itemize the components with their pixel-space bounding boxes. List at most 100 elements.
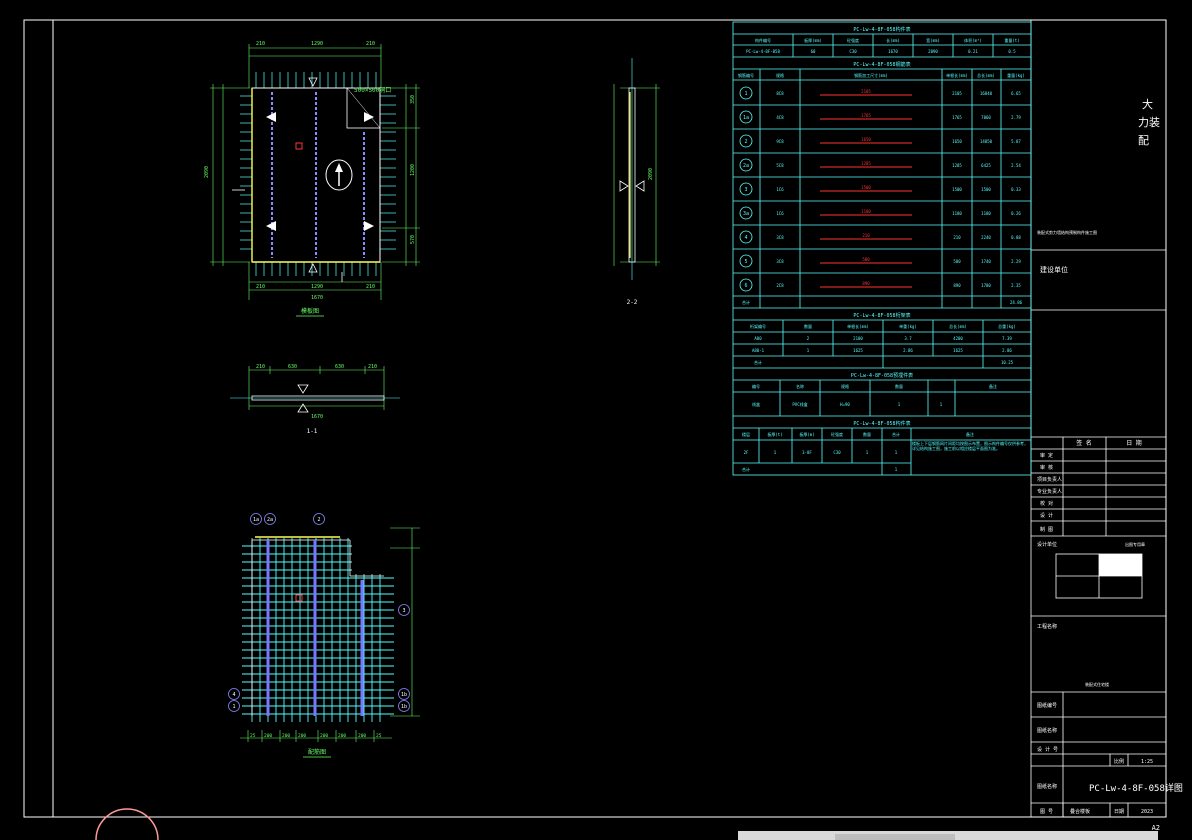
rebar-mark-circle	[739, 254, 753, 268]
rebar-single-length: 210	[953, 235, 961, 240]
sheet-outer-border	[23, 19, 1167, 818]
truss-r0c0: A80	[754, 336, 762, 341]
floor-note: 楼板上下层钢筋网片间距均按图示布置，图示构件编号仅供参考，详见结构施工图，施工前…	[912, 441, 1028, 451]
truss-r1c5: 2.86	[1002, 348, 1012, 353]
rebar-callout-2a[interactable]: 2a	[264, 513, 276, 525]
tb-header-date: 日 期	[1126, 439, 1142, 447]
rebar-shape-length: 1500	[861, 185, 871, 190]
comp-h0: 构件编号	[755, 37, 771, 43]
side-title-2: 力装	[1138, 116, 1160, 129]
embed-h1: 名称	[796, 383, 804, 389]
tb-row-5: 校 对	[1040, 500, 1053, 507]
rebar-total-label: 合计	[742, 299, 750, 305]
embed-r4: 1	[940, 402, 943, 407]
tb-footer-3: 日期	[1114, 809, 1124, 815]
lift-point-4	[364, 221, 374, 231]
rebar-single-length: 1180	[952, 211, 962, 216]
rebar-mark-circle	[739, 278, 753, 292]
floor-total-label: 合计	[742, 466, 750, 472]
plan-view[interactable]: 500×500洞口 210 1290 210 210 1290 210 1670…	[204, 41, 420, 317]
dim-right-1: 350	[410, 95, 416, 104]
tb-scale-value: 1:25	[1141, 759, 1153, 765]
rebar-total: 24.86	[1010, 300, 1023, 305]
rebar-dim-text: 200	[264, 733, 272, 739]
embed-h4: 备注	[989, 383, 997, 389]
svg-text:4: 4	[232, 692, 235, 698]
truss-r0c5: 7.39	[1002, 336, 1012, 341]
dim-top-1: 210	[256, 41, 265, 47]
rebar-shape-length: 1180	[861, 209, 871, 214]
rebar-callout-1a[interactable]: 1a	[250, 513, 262, 525]
tb-drawing-no-label: 图纸编号	[1037, 702, 1057, 709]
embed-r3: 1	[898, 402, 901, 407]
floor-r3: C30	[833, 450, 841, 455]
rebar-callout-4[interactable]: 4	[228, 688, 240, 700]
s11-truss-mark-bot	[297, 403, 309, 413]
rebar-single-length: 1285	[952, 163, 962, 168]
rebar-dim-text: 200	[358, 733, 366, 739]
title-block	[1030, 20, 1166, 817]
rebar-callout-1[interactable]: 1	[228, 700, 240, 712]
comp-h4: 宽(mm)	[926, 37, 940, 43]
floor-table-title: PC-Lw-4-8F-058构件表	[853, 420, 910, 427]
truss-h0: 桁架编号	[750, 323, 766, 329]
comp-h1: 板厚(mm)	[804, 37, 822, 43]
comp-r1: 60	[811, 49, 816, 54]
seal-box-filled	[1099, 554, 1142, 576]
tb-seal-note: 出图专用章	[1125, 541, 1145, 547]
rebar-callout-1b-b[interactable]: 1b	[398, 700, 410, 712]
tb-row-2: 审 核	[1040, 464, 1053, 471]
section-1-1[interactable]: 210 630 630 210 1670 1-1	[230, 364, 400, 435]
tb-footer-2: 叠合楼板	[1070, 808, 1090, 815]
rebar-total-length: 6425	[981, 163, 991, 168]
tb-row-3: 项目负责人	[1037, 476, 1062, 483]
rebar-mark-circle	[739, 158, 753, 172]
truss-h5: 总重(kg)	[998, 323, 1016, 329]
component-table-title: PC-Lw-4-8F-058构件表	[853, 26, 910, 33]
design-unit: 建设单位	[1040, 265, 1068, 274]
rebar-callout-3[interactable]: 3	[398, 604, 410, 616]
truss-h4: 总长(mm)	[949, 323, 967, 329]
section-mark-bottom	[308, 263, 318, 273]
truss-r0c1: 2	[807, 336, 810, 341]
rebar-weight: 5.87	[1011, 139, 1021, 144]
rebar-weight: 2.35	[1011, 283, 1021, 288]
rebar-callout-2[interactable]: 2	[313, 513, 325, 525]
rebar-single-length: 1765	[952, 115, 962, 120]
s11-dim-2: 630	[288, 364, 297, 370]
tb-sheet-name-label: 图纸名称	[1037, 783, 1057, 790]
svg-text:1a: 1a	[253, 517, 259, 523]
rebar-weight: 0.26	[1011, 211, 1021, 216]
rebar-spec: 1C6	[776, 187, 784, 192]
rebar-spec: 4C8	[776, 115, 784, 120]
rebar-spec: 3C8	[776, 259, 784, 264]
rebar-weight: 2.79	[1011, 115, 1021, 120]
status-scrollbar-thumb[interactable]	[835, 834, 955, 840]
rebar-spec: 8C8	[776, 91, 784, 96]
rebar-junction-box	[295, 594, 303, 602]
rebar-total-length: 1740	[981, 259, 991, 264]
rebar-weight: 6.65	[1011, 91, 1021, 96]
rebar-mark-circle	[739, 110, 753, 124]
rebar-shape-length: 1765	[861, 113, 871, 118]
rebar-mark: 3a	[743, 211, 749, 217]
rebar-callout-1b-a[interactable]: 1b	[398, 688, 410, 700]
floor-r4: 1	[866, 450, 869, 455]
rebar-dim-text: 200	[338, 733, 346, 739]
rebar-spec: 1C6	[776, 211, 784, 216]
comp-h2: 砼强度	[847, 37, 859, 43]
rebar-total-length: 14850	[980, 139, 993, 144]
dim-bot-1: 210	[256, 284, 265, 290]
rebar-mark: 6	[744, 283, 747, 289]
dim-right-2: 1200	[410, 164, 416, 176]
section-2-2[interactable]: 2090 2-2	[613, 58, 660, 306]
